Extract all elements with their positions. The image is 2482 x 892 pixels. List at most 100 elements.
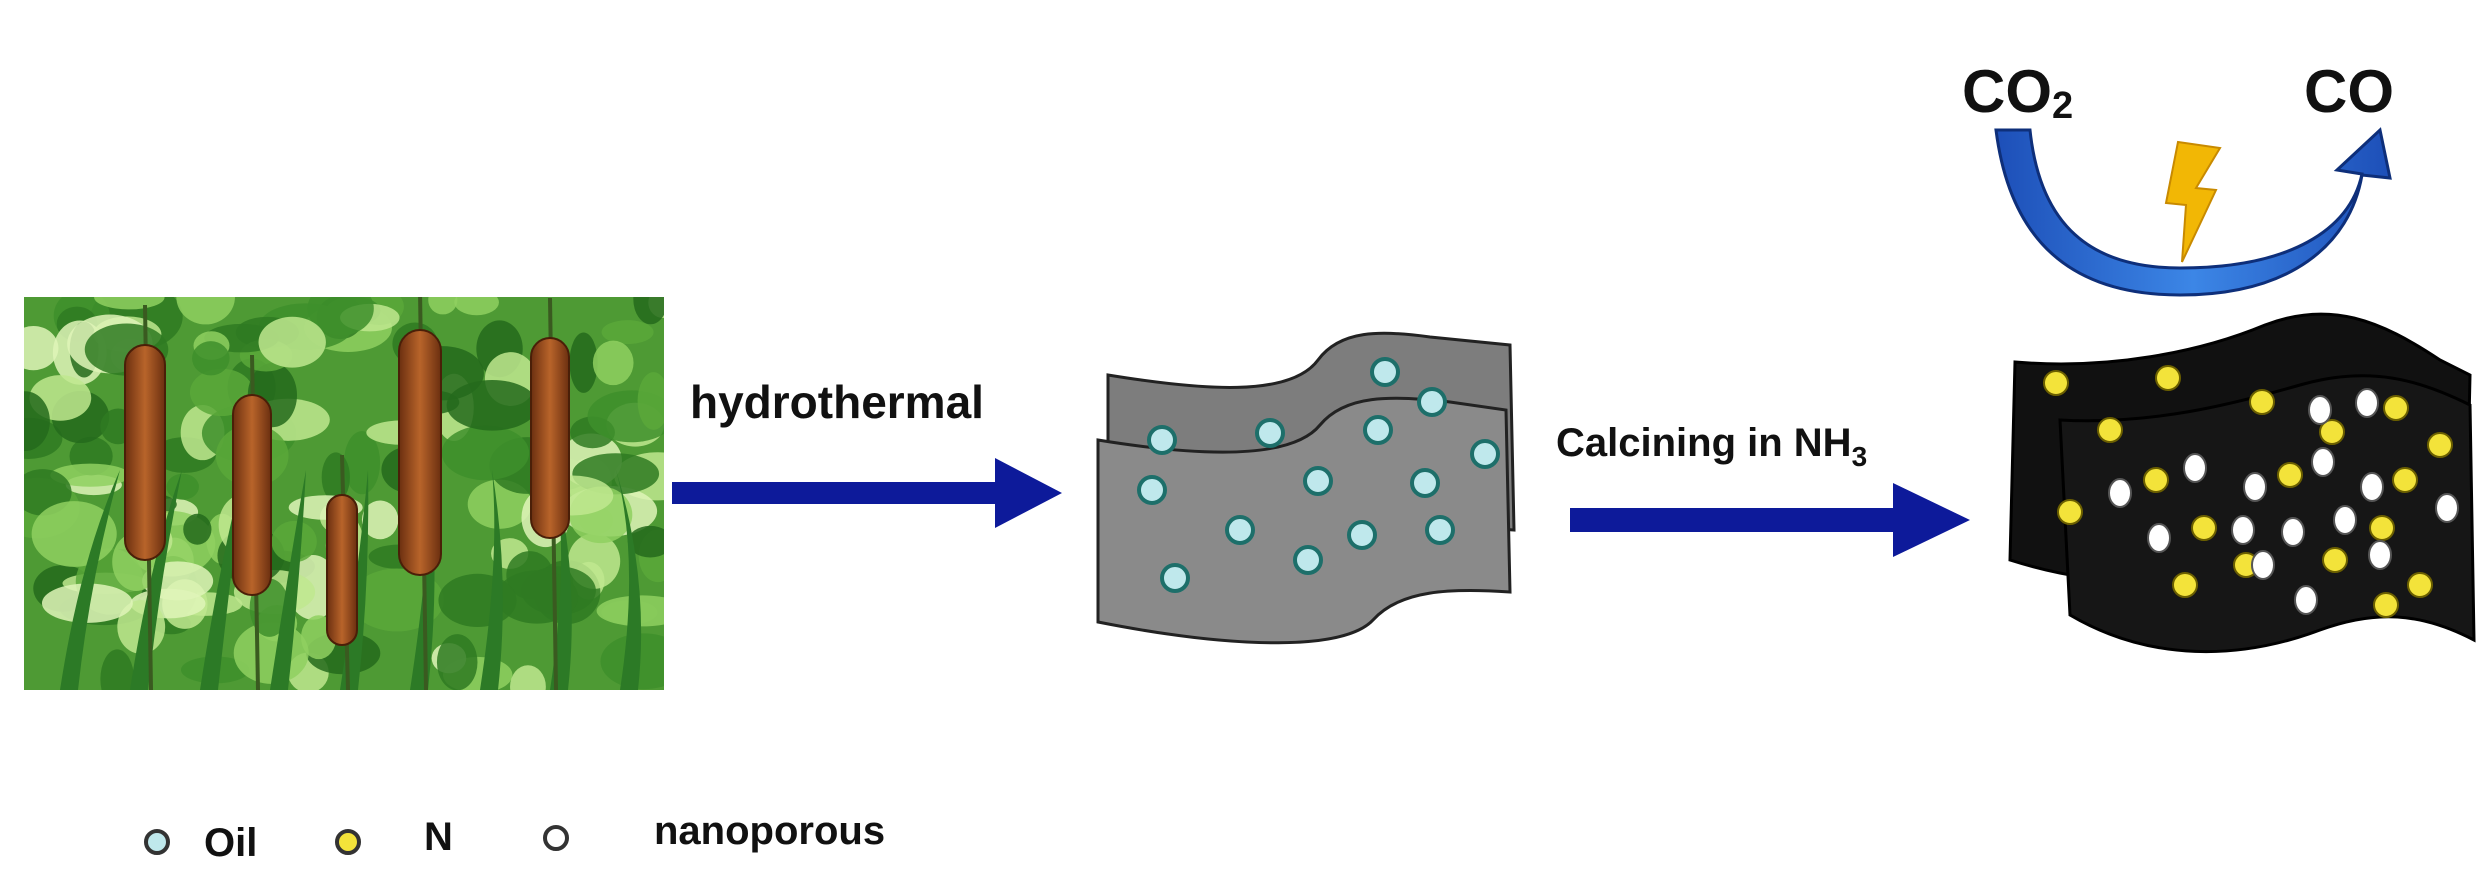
nitrogen-dot xyxy=(2191,515,2217,541)
calcining-label-subscript: 3 xyxy=(1852,441,1868,472)
foliage-leaf xyxy=(454,297,499,316)
cattail-head xyxy=(124,344,166,561)
co2-label-subscript: 2 xyxy=(2052,85,2073,127)
nitrogen-dot xyxy=(2043,370,2069,396)
nanopore-dot xyxy=(2435,493,2459,523)
nitrogen-dot xyxy=(2172,572,2198,598)
oil-dot xyxy=(1470,439,1500,469)
legend-oil-label: Oil xyxy=(204,821,257,865)
co-label: CO xyxy=(2304,58,2394,125)
nitrogen-dot xyxy=(2427,432,2453,458)
foliage-leaf xyxy=(441,425,530,481)
grass-blade xyxy=(130,470,182,690)
nanopore-dot xyxy=(2231,515,2255,545)
nitrogen-dot xyxy=(2057,499,2083,525)
foliage-leaf xyxy=(637,372,664,430)
oil-dot xyxy=(1363,415,1393,445)
nitrogen-dot xyxy=(2319,419,2345,445)
grass-blade xyxy=(270,470,306,690)
oil-dot xyxy=(1225,515,1255,545)
cattail-head xyxy=(232,394,272,596)
foliage-leaf xyxy=(192,341,230,376)
oil-dot xyxy=(1425,515,1455,545)
nitrogen-dot xyxy=(2407,572,2433,598)
legend: Oil N nanoporous xyxy=(144,809,885,865)
grass-blade xyxy=(60,470,120,690)
calcining-arrow xyxy=(1570,483,1970,557)
hydrothermal-label: hydrothermal xyxy=(690,376,984,428)
grass-blade xyxy=(480,470,503,690)
foliage-leaf xyxy=(343,431,381,495)
foliage-leaf xyxy=(510,665,546,690)
nitrogen-dot xyxy=(2249,389,2275,415)
lightning-bolt-icon xyxy=(2164,140,2222,263)
foliage-leaf xyxy=(100,649,135,690)
grass-blade xyxy=(550,470,572,690)
foliage-leaf xyxy=(446,379,538,431)
legend-nanoporous-label: nanoporous xyxy=(654,809,885,853)
co2-reduction-arrow xyxy=(1994,127,2392,297)
foliage-leaf xyxy=(438,573,517,627)
foliage-leaf xyxy=(166,473,199,500)
foliage-leaf xyxy=(258,316,326,368)
co2-label: CO2 xyxy=(1962,58,2073,127)
nitrogen-dot xyxy=(2369,515,2395,541)
foliage-leaf xyxy=(600,633,664,690)
nanopore-dot xyxy=(2355,388,2379,418)
foliage-leaf xyxy=(569,332,598,393)
legend-item-oil: Oil xyxy=(144,821,257,865)
foliage-leaf xyxy=(428,297,458,315)
foliage-leaf xyxy=(436,634,478,690)
nanopore-dot xyxy=(2311,447,2335,477)
nanopore-dot xyxy=(2308,395,2332,425)
foliage-leaf xyxy=(183,513,212,545)
legend-oil-marker xyxy=(144,829,170,855)
foliage-leaf xyxy=(24,325,59,371)
nanopore-dot xyxy=(2360,472,2384,502)
oil-dot xyxy=(1160,563,1190,593)
foliage-leaf xyxy=(627,525,664,558)
oil-dot xyxy=(1347,520,1377,550)
nanopore-dot xyxy=(2183,453,2207,483)
nitrogen-dot xyxy=(2322,547,2348,573)
nitrogen-dot xyxy=(2373,592,2399,618)
legend-nanoporous-marker xyxy=(543,825,569,851)
legend-n-label: N xyxy=(424,815,453,859)
cattail-head xyxy=(398,329,442,576)
foliage-leaf xyxy=(495,570,579,624)
oil-loaded-carbon-sheets xyxy=(1096,331,1516,645)
foliage-leaf xyxy=(94,297,165,310)
nitrogen-dot xyxy=(2277,462,2303,488)
oil-dot xyxy=(1147,425,1177,455)
legend-item-n: N xyxy=(335,815,453,859)
foliage-leaf xyxy=(50,463,130,487)
nanopore-dot xyxy=(2281,517,2305,547)
nitrogen-dot xyxy=(2143,467,2169,493)
nanopore-dot xyxy=(2108,478,2132,508)
nanopore-dot xyxy=(2243,472,2267,502)
foliage-leaf xyxy=(176,297,235,325)
n-doped-nanoporous-carbon-sheets xyxy=(2008,312,2476,654)
foliage-leaf xyxy=(24,391,50,451)
calcining-label-main: Calcining in NH xyxy=(1556,421,1852,465)
legend-n-marker xyxy=(335,829,361,855)
oil-dot xyxy=(1417,387,1447,417)
grass-blade xyxy=(340,470,369,690)
oil-dot xyxy=(1370,357,1400,387)
oil-dot xyxy=(1293,545,1323,575)
oil-dot xyxy=(1410,468,1440,498)
cattail-head xyxy=(530,337,570,539)
nanopore-dot xyxy=(2333,505,2357,535)
hydrothermal-arrow xyxy=(672,458,1062,528)
oil-dot xyxy=(1137,475,1167,505)
nitrogen-dot xyxy=(2097,417,2123,443)
foliage-leaf xyxy=(633,297,664,325)
oil-dot xyxy=(1303,466,1333,496)
foliage-leaf xyxy=(596,595,664,627)
nanopore-dot xyxy=(2147,523,2171,553)
foliage-leaf xyxy=(307,297,374,336)
foliage-leaf xyxy=(601,320,654,345)
foliage-leaf xyxy=(592,340,634,386)
cattail-head xyxy=(326,494,358,646)
